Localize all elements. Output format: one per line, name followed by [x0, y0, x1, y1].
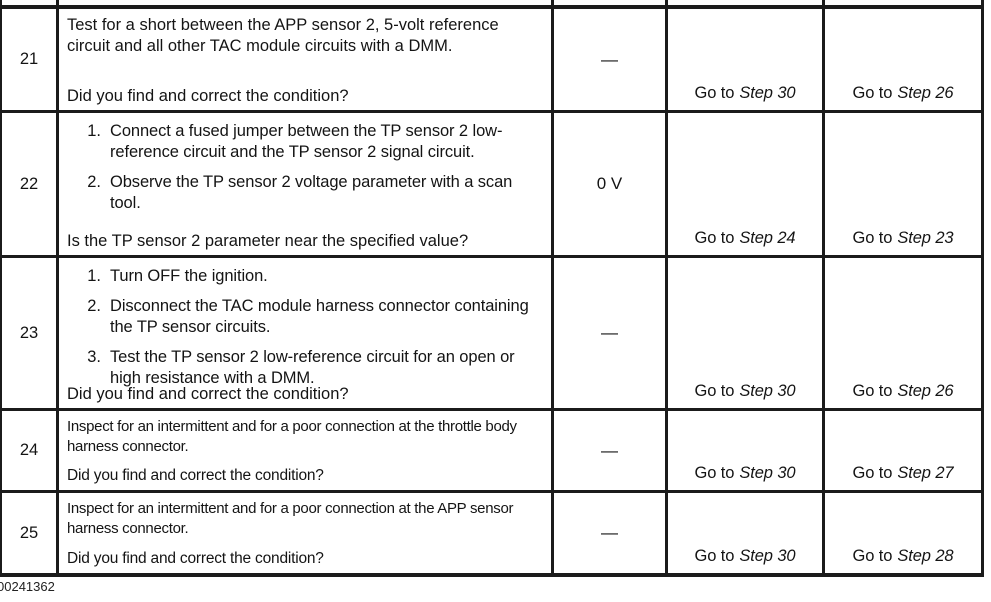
value-cell: 0 V — [554, 113, 668, 258]
partial-row-action-cell — [59, 0, 554, 9]
goto-step: Step 30 — [739, 464, 796, 482]
no-cell: Go to Step 23 — [825, 113, 984, 258]
no-cell: Go to Step 28 — [825, 493, 984, 577]
goto-step: Step 30 — [739, 382, 796, 400]
goto-prefix: Go to — [852, 547, 893, 565]
yes-cell: Go to Step 30 — [668, 493, 825, 577]
action-cell: 1. Connect a fused jumper between the TP… — [59, 113, 554, 258]
step-number: 24 — [2, 411, 59, 493]
action-cell: Inspect for an intermittent and for a po… — [59, 493, 554, 577]
action-numbered-list: 1. Turn OFF the ignition. 2. Disconnect … — [67, 266, 543, 389]
list-item-text: Test the TP sensor 2 low-reference circu… — [110, 348, 515, 387]
yes-cell: Go to Step 30 — [668, 9, 825, 113]
list-item: 1. Turn OFF the ignition. — [81, 266, 543, 287]
goto-prefix: Go to — [694, 84, 735, 102]
action-text: Inspect for an intermittent and for a po… — [67, 418, 517, 455]
list-item-text: Disconnect the TAC module harness connec… — [110, 297, 529, 336]
question-text: Did you find and correct the condition? — [67, 550, 324, 567]
document-id: 00241362 — [0, 579, 55, 594]
goto-prefix: Go to — [852, 382, 893, 400]
goto-prefix: Go to — [852, 229, 893, 247]
diagnostic-table: 21 Test for a short between the APP sens… — [0, 0, 984, 577]
yes-cell: Go to Step 30 — [668, 258, 825, 411]
list-item-number: 2. — [87, 173, 101, 191]
question-text: Did you find and correct the condition? — [67, 87, 349, 105]
value-cell: — — [554, 258, 668, 411]
list-item: 2. Disconnect the TAC module harness con… — [81, 296, 543, 338]
goto-step: Step 26 — [897, 84, 954, 102]
question-text: Is the TP sensor 2 parameter near the sp… — [67, 232, 469, 250]
no-cell: Go to Step 26 — [825, 9, 984, 113]
goto-step: Step 28 — [897, 547, 954, 565]
yes-cell: Go to Step 24 — [668, 113, 825, 258]
goto-prefix: Go to — [694, 547, 735, 565]
list-item: 1. Connect a fused jumper between the TP… — [81, 121, 543, 163]
yes-cell: Go to Step 30 — [668, 411, 825, 493]
list-item-text: Connect a fused jumper between the TP se… — [110, 122, 503, 161]
value-cell: — — [554, 411, 668, 493]
step-number: 23 — [2, 258, 59, 411]
partial-row-step-cell — [2, 0, 59, 9]
goto-step: Step 23 — [897, 229, 954, 247]
question-text: Did you find and correct the condition? — [67, 467, 324, 484]
goto-prefix: Go to — [852, 84, 893, 102]
value-cell: — — [554, 9, 668, 113]
action-text: Test for a short between the APP sensor … — [67, 16, 499, 55]
no-cell: Go to Step 26 — [825, 258, 984, 411]
goto-step: Step 30 — [739, 547, 796, 565]
value-cell: — — [554, 493, 668, 577]
goto-prefix: Go to — [694, 382, 735, 400]
goto-prefix: Go to — [852, 464, 893, 482]
list-item-number: 3. — [87, 348, 101, 366]
list-item: 2. Observe the TP sensor 2 voltage param… — [81, 172, 543, 214]
goto-step: Step 24 — [739, 229, 796, 247]
partial-row-value-cell — [554, 0, 668, 9]
action-numbered-list: 1. Connect a fused jumper between the TP… — [67, 121, 543, 214]
no-cell: Go to Step 27 — [825, 411, 984, 493]
action-text: Inspect for an intermittent and for a po… — [67, 500, 514, 537]
step-number: 22 — [2, 113, 59, 258]
goto-step: Step 26 — [897, 382, 954, 400]
goto-prefix: Go to — [694, 464, 735, 482]
goto-step: Step 27 — [897, 464, 954, 482]
partial-row-no-cell — [825, 0, 984, 9]
list-item-number: 1. — [87, 267, 101, 285]
question-text: Did you find and correct the condition? — [67, 385, 349, 403]
action-cell: Inspect for an intermittent and for a po… — [59, 411, 554, 493]
list-item-number: 2. — [87, 297, 101, 315]
action-cell: 1. Turn OFF the ignition. 2. Disconnect … — [59, 258, 554, 411]
step-number: 25 — [2, 493, 59, 577]
goto-step: Step 30 — [739, 84, 796, 102]
goto-prefix: Go to — [694, 229, 735, 247]
partial-row-yes-cell — [668, 0, 825, 9]
action-cell: Test for a short between the APP sensor … — [59, 9, 554, 113]
list-item: 3. Test the TP sensor 2 low-reference ci… — [81, 347, 543, 389]
list-item-text: Turn OFF the ignition. — [110, 267, 268, 285]
step-number: 21 — [2, 9, 59, 113]
list-item-text: Observe the TP sensor 2 voltage paramete… — [110, 173, 513, 212]
list-item-number: 1. — [87, 122, 101, 140]
